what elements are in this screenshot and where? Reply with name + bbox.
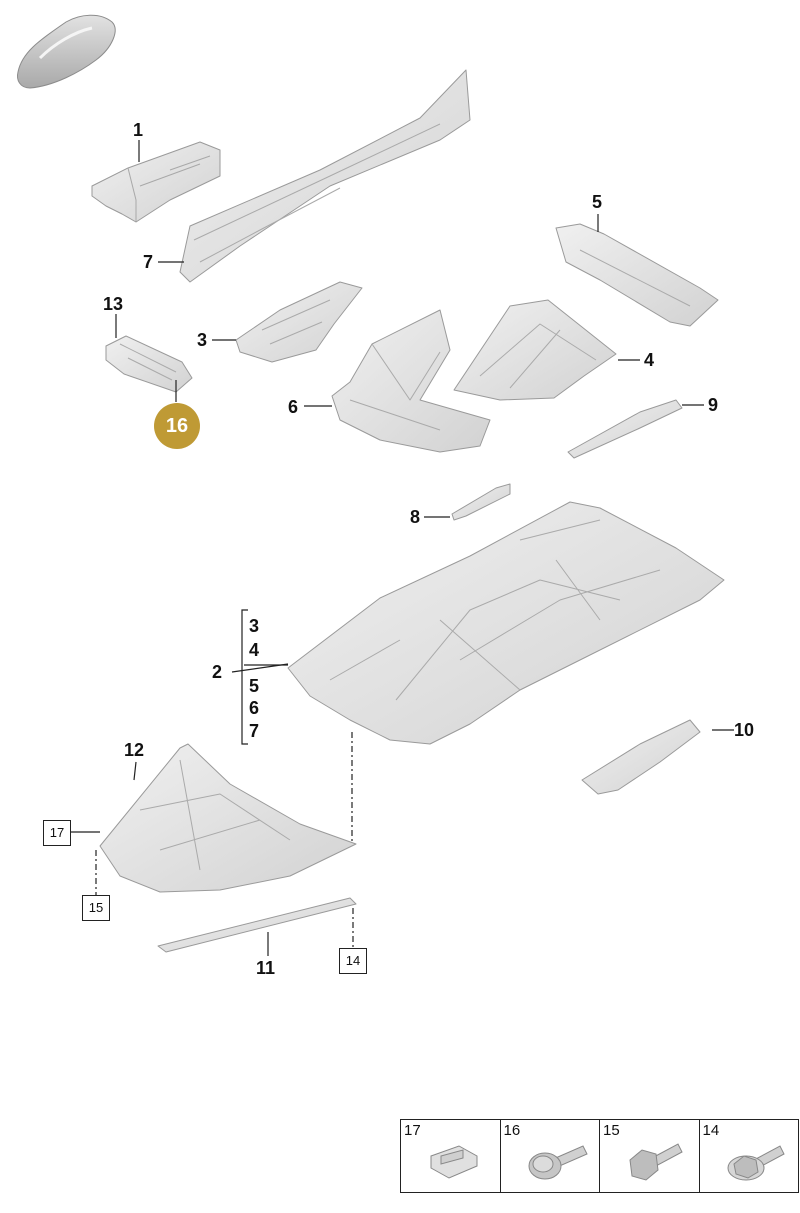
part-1-bracket: [91, 141, 221, 223]
callout-12[interactable]: 12: [124, 740, 145, 760]
fastener-legend: 17 16 15 14: [400, 1119, 799, 1193]
legend-cell-14[interactable]: 14: [700, 1120, 799, 1192]
callout-3[interactable]: 3: [197, 330, 208, 350]
callout-8[interactable]: 8: [410, 507, 421, 527]
part-3-panel: [235, 281, 363, 363]
clip-nut-icon: [430, 1145, 478, 1179]
callout-group-5[interactable]: 5: [249, 676, 260, 696]
boxed-ref-15[interactable]: 15: [82, 895, 110, 921]
part-4-floor-panel: [453, 299, 617, 401]
callout-group-6[interactable]: 6: [249, 698, 260, 718]
legend-number: 15: [603, 1122, 620, 1139]
part-2-floor-assembly: [287, 501, 725, 745]
car-thumbnail-icon: [17, 14, 116, 89]
callout-group-4[interactable]: 4: [249, 640, 260, 660]
callout-group-3[interactable]: 3: [249, 616, 260, 636]
part-13-bracket: [105, 335, 193, 393]
legend-cell-17[interactable]: 17: [401, 1120, 501, 1192]
part-12-underbody-panel: [99, 743, 357, 893]
callout-1[interactable]: 1: [133, 120, 144, 140]
callout-4[interactable]: 4: [644, 350, 655, 370]
hex-bolt-washer-icon: [727, 1145, 785, 1181]
legend-number: 14: [702, 1122, 720, 1139]
boxed-ref-14[interactable]: 14: [339, 948, 367, 974]
part-7-side-sill: [179, 69, 471, 283]
callout-7[interactable]: 7: [143, 252, 154, 272]
callout-11[interactable]: 11: [256, 958, 276, 978]
part-10-panel: [581, 719, 701, 795]
callout-6[interactable]: 6: [288, 397, 299, 417]
boxed-ref-17[interactable]: 17: [43, 820, 71, 846]
legend-cell-16[interactable]: 16: [501, 1120, 600, 1192]
part-11-strip: [157, 897, 357, 953]
callout-badge-16[interactable]: 16: [154, 403, 200, 449]
part-8-strip: [451, 483, 511, 521]
callout-5[interactable]: 5: [592, 192, 603, 212]
legend-number: 17: [404, 1122, 421, 1139]
legend-number: 16: [503, 1122, 521, 1139]
part-5-panel: [555, 223, 719, 327]
callout-2[interactable]: 2: [212, 662, 223, 682]
part-6-tunnel: [331, 309, 491, 453]
hex-bolt-icon: [629, 1143, 683, 1181]
legend-cell-15[interactable]: 15: [600, 1120, 700, 1192]
part-9-strip: [567, 399, 683, 459]
callout-13[interactable]: 13: [103, 294, 124, 314]
callout-group-7[interactable]: 7: [249, 721, 260, 741]
callout-9[interactable]: 9: [708, 395, 719, 415]
flange-bolt-icon: [528, 1145, 588, 1180]
callout-10[interactable]: 10: [734, 720, 755, 740]
